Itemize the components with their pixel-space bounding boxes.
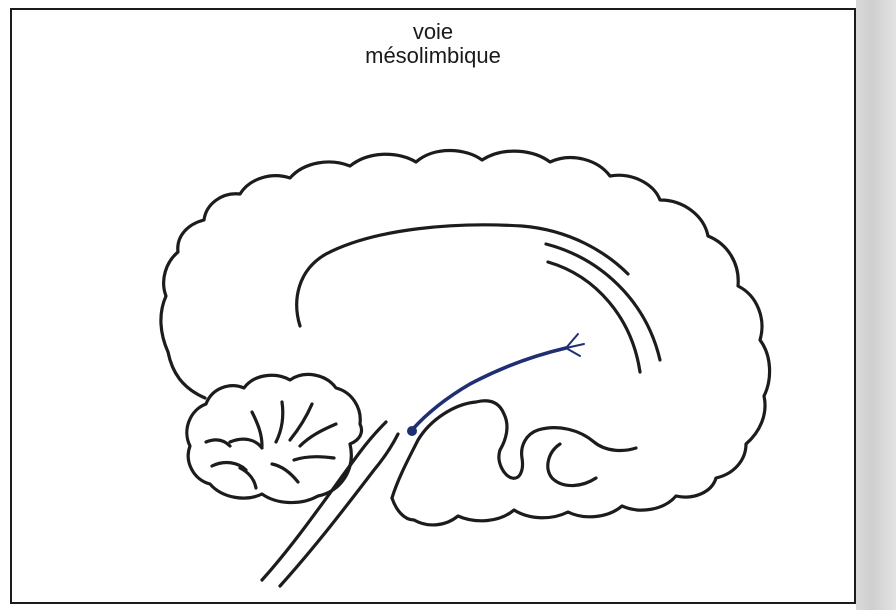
pathway-branch-3 [566,348,580,356]
inner-arc-1 [546,244,660,360]
cerebellum-folia-7 [300,424,336,446]
ventral-tegmental-area-dot [407,426,417,436]
mesolimbic-pathway-line [412,348,566,430]
cerebellum-folia-1 [230,439,262,448]
brainstem-line-right [280,434,398,586]
inner-arc-2 [548,262,640,372]
cerebellum-folia-8 [294,457,334,460]
cerebellum-folia-2 [206,440,230,446]
cerebellum-folia-6 [290,404,312,440]
cerebellum-folia-9 [272,464,298,482]
cerebellum-folia-10 [240,468,256,488]
hypothalamus-curve [548,444,596,486]
cerebrum-outline [161,151,770,525]
cerebellum-folia-5 [276,402,283,442]
